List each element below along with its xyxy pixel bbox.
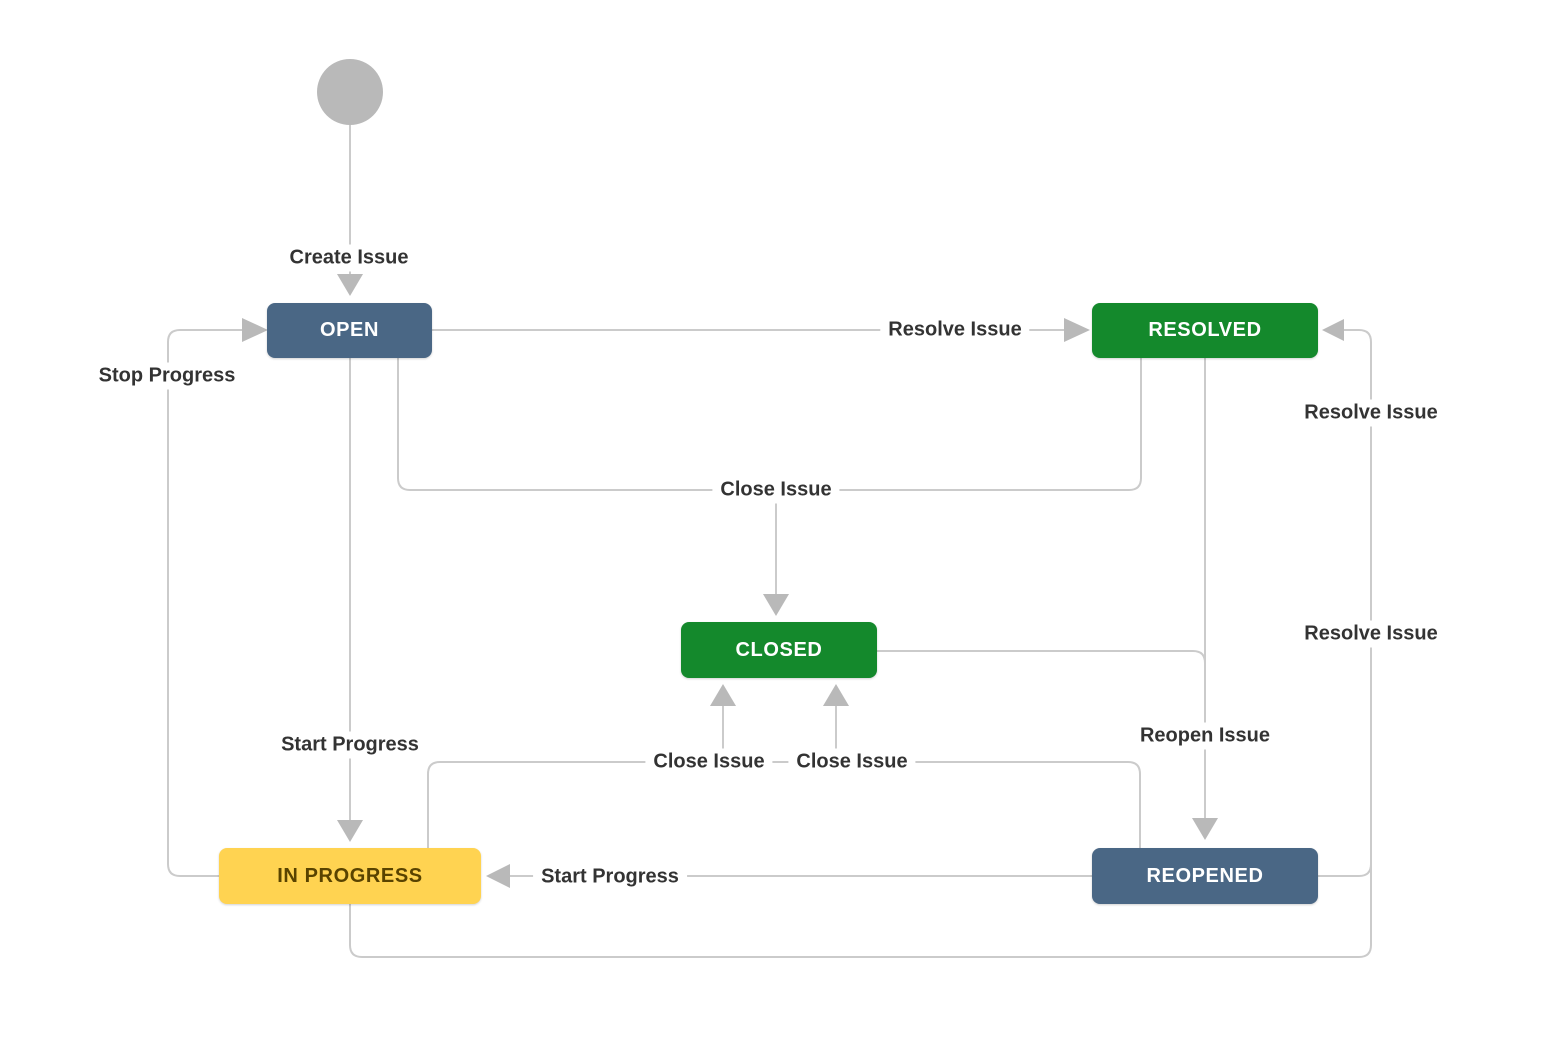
node-in-progress[interactable]: IN PROGRESS: [219, 848, 481, 904]
edge-label-stop-progress[interactable]: Stop Progress: [90, 362, 244, 390]
node-in-progress-label: IN PROGRESS: [277, 864, 423, 887]
node-open-label: OPEN: [319, 319, 380, 341]
edge-in-progress-to-open: [167, 329, 242, 877]
node-closed-label: CLOSED: [735, 638, 823, 661]
node-resolved-label: RESOLVED: [1148, 319, 1262, 341]
edge-label-close-issue-lower-left[interactable]: Close Issue: [645, 748, 773, 776]
node-reopened-label: REOPENED: [1146, 864, 1264, 887]
arrowhead-create-issue-icon: [337, 274, 363, 296]
node-closed[interactable]: CLOSED: [681, 622, 877, 678]
arrowhead-close-issue-right-icon: [823, 684, 849, 706]
node-resolved[interactable]: RESOLVED: [1092, 303, 1318, 358]
edge-open-resolved-to-closed-rail: [397, 358, 1142, 491]
edge-label-start-progress-left[interactable]: Start Progress: [273, 731, 427, 759]
arrowhead-close-issue-left-icon: [710, 684, 736, 706]
edge-label-create-issue[interactable]: Create Issue: [281, 244, 417, 272]
edge-label-close-issue-mid[interactable]: Close Issue: [712, 476, 840, 504]
edge-in-progress-to-resolved: [349, 864, 1372, 958]
edge-label-resolve-issue-upper[interactable]: Resolve Issue: [1296, 399, 1446, 427]
arrowhead-resolve-issue-icon: [1064, 318, 1090, 342]
edge-label-start-progress-bottom[interactable]: Start Progress: [533, 863, 687, 891]
edge-closed-to-reopened: [877, 650, 1206, 818]
arrowhead-reopen-issue-icon: [1192, 818, 1218, 840]
arrowhead-resolve-issue-right-icon: [1322, 319, 1344, 341]
node-reopened[interactable]: REOPENED: [1092, 848, 1318, 904]
arrowhead-stop-progress-icon: [242, 318, 268, 342]
arrowhead-close-issue-mid-icon: [763, 594, 789, 616]
start-node[interactable]: [317, 59, 383, 125]
edge-reopened-to-resolved: [1318, 329, 1372, 877]
edge-label-resolve-issue-top[interactable]: Resolve Issue: [880, 316, 1030, 344]
edge-label-reopen-issue[interactable]: Reopen Issue: [1131, 722, 1279, 750]
edge-label-close-issue-lower-right[interactable]: Close Issue: [788, 748, 916, 776]
arrowhead-start-progress-icon: [337, 820, 363, 842]
edge-lower-close-rail: [427, 761, 1141, 848]
arrowhead-start-progress-bot-icon: [486, 864, 510, 888]
node-open[interactable]: OPEN: [267, 303, 432, 358]
edge-label-resolve-issue-lower[interactable]: Resolve Issue: [1296, 620, 1446, 648]
